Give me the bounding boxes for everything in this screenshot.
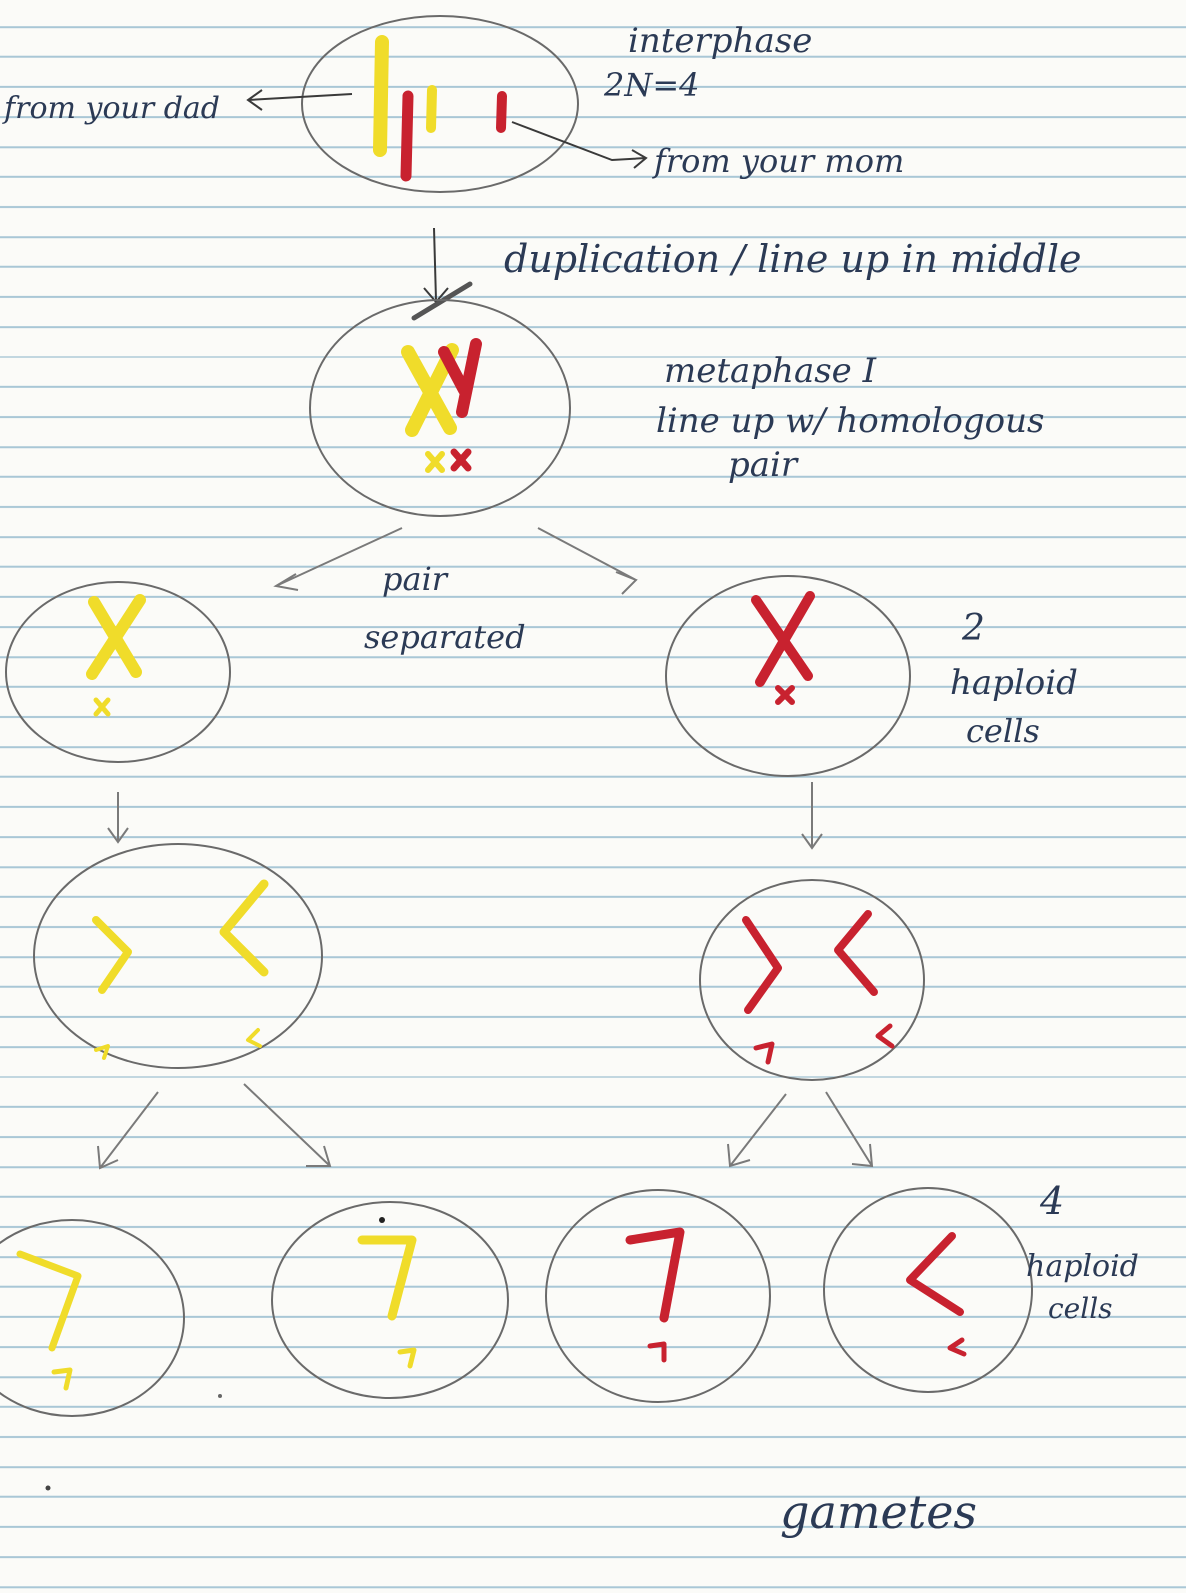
down-arrow-right <box>802 782 822 848</box>
two-count: 2 <box>961 608 985 649</box>
two-haploid-label: haploid <box>950 663 1078 703</box>
mom-chromosome-duplicated-small <box>778 688 792 702</box>
two-cells-label: cells <box>966 712 1040 750</box>
gamete-3-chromatid-small <box>650 1344 664 1360</box>
split-arrow-dad-left <box>98 1092 158 1168</box>
mom-chromatid-left <box>746 920 778 1010</box>
dad-pointer-arrow <box>248 90 352 110</box>
duplication-arrow <box>424 228 448 302</box>
dad-chromatid-small-right-stroke <box>248 1030 260 1046</box>
lineup-label-line2: pair <box>728 445 799 485</box>
split-arrow-right <box>538 528 636 594</box>
gamete-cell-1 <box>0 1220 184 1416</box>
dad-chromosome-small <box>431 90 432 128</box>
dad-chromosome-large <box>380 42 382 150</box>
mom-chromosome-pair-large <box>444 344 476 412</box>
metaphase-label: metaphase I <box>664 351 877 391</box>
dad-chromatid-right-stroke <box>224 884 264 972</box>
pencil-dot <box>379 1217 385 1223</box>
gamete-4-chromatid <box>910 1236 960 1312</box>
from-dad-label: from your dad <box>2 91 220 126</box>
dad-chromosome-duplicated-large-stroke <box>92 600 140 674</box>
gamete-1-chromatid-small-stroke <box>54 1370 70 1388</box>
mom-chromatid-small-left <box>756 1044 772 1062</box>
dad-chromosome-pair-small <box>428 454 442 470</box>
mom-chromosome-duplicated-large <box>756 596 810 682</box>
interphase-cell <box>302 16 578 192</box>
gamete-2-chromatid-stroke <box>362 1240 412 1316</box>
gamete-3-chromatid-small-stroke <box>650 1344 664 1360</box>
gamete-3-chromatid <box>630 1232 680 1318</box>
gamete-2-chromatid <box>362 1240 412 1316</box>
mom-chromatid-left-stroke <box>746 920 778 1010</box>
mom-meiosis-ii-cell <box>700 880 924 1080</box>
gamete-1-chromatid-stroke <box>20 1254 78 1348</box>
dad-chromatid-small-right <box>248 1030 260 1046</box>
mom-chromosome-small <box>501 96 502 128</box>
mom-chromatid-right <box>838 914 874 992</box>
gamete-1-chromatid <box>20 1254 78 1348</box>
gamete-1-chromatid-small <box>54 1370 70 1388</box>
duplication-label: duplication / line up in middle <box>504 237 1082 281</box>
dad-chromosome-small-stroke <box>431 90 432 128</box>
dad-haploid-cell <box>6 582 230 762</box>
mom-chromosome-large-stroke <box>406 96 408 176</box>
lineup-label-line1: line up w/ homologous <box>656 401 1044 441</box>
mom-chromatid-small-left-stroke <box>756 1044 772 1062</box>
gamete-2-chromatid-small <box>400 1350 414 1366</box>
down-arrow-left <box>108 792 128 842</box>
dad-chromosome-duplicated-large <box>92 600 140 674</box>
four-haploid-label: haploid <box>1026 1249 1139 1284</box>
four-count: 4 <box>1039 1179 1064 1223</box>
mom-chromatid-small-right <box>878 1026 892 1046</box>
dad-chromatid-left <box>96 920 128 990</box>
gamete-4-chromatid-small-stroke <box>950 1340 964 1354</box>
mom-haploid-cell <box>666 576 910 776</box>
gamete-3-chromatid-stroke <box>630 1232 680 1318</box>
gamete-cell-3 <box>546 1190 770 1402</box>
separated-label: separated <box>364 618 526 656</box>
gamete-4-chromatid-small <box>950 1340 964 1354</box>
dad-chromosome-duplicated-small <box>96 700 108 714</box>
interphase-label: interphase <box>628 21 812 61</box>
pencil-dot <box>218 1394 222 1398</box>
four-cells-label: cells <box>1048 1292 1113 1325</box>
mom-chromatid-small-right-stroke <box>878 1026 892 1046</box>
mom-chromosome-small-stroke <box>501 96 502 128</box>
split-arrow-mom-left <box>728 1094 786 1166</box>
gametes-label: gametes <box>780 1485 977 1539</box>
mom-chromosome-pair-small-stroke <box>454 452 468 468</box>
pencil-dot <box>46 1486 51 1491</box>
mom-pointer-arrow <box>512 122 646 168</box>
mom-chromatid-right-stroke <box>838 914 874 992</box>
mom-chromosome-pair-large-stroke <box>444 344 476 412</box>
from-mom-label: from your mom <box>652 142 904 180</box>
gamete-cell-2 <box>272 1202 508 1398</box>
dad-chromatid-left-stroke <box>96 920 128 990</box>
mom-chromosome-large <box>406 96 408 176</box>
mom-chromosome-duplicated-small-stroke <box>778 688 792 702</box>
split-arrow-dad-right <box>244 1084 330 1166</box>
dad-chromatid-right <box>224 884 264 972</box>
dad-chromosome-pair-small-stroke <box>428 454 442 470</box>
mom-chromosome-pair-small <box>454 452 468 468</box>
dad-meiosis-ii-cell <box>34 844 322 1068</box>
ploidy-label: 2N=4 <box>603 66 700 104</box>
gamete-4-chromatid-stroke <box>910 1236 960 1312</box>
mom-chromosome-duplicated-large-stroke <box>756 596 810 682</box>
pair-label: pair <box>382 560 449 598</box>
dad-chromosome-duplicated-small-stroke <box>96 700 108 714</box>
split-arrow-mom-right <box>826 1092 872 1166</box>
gamete-2-chromatid-small-stroke <box>400 1350 414 1366</box>
dad-chromosome-large-stroke <box>380 42 382 150</box>
